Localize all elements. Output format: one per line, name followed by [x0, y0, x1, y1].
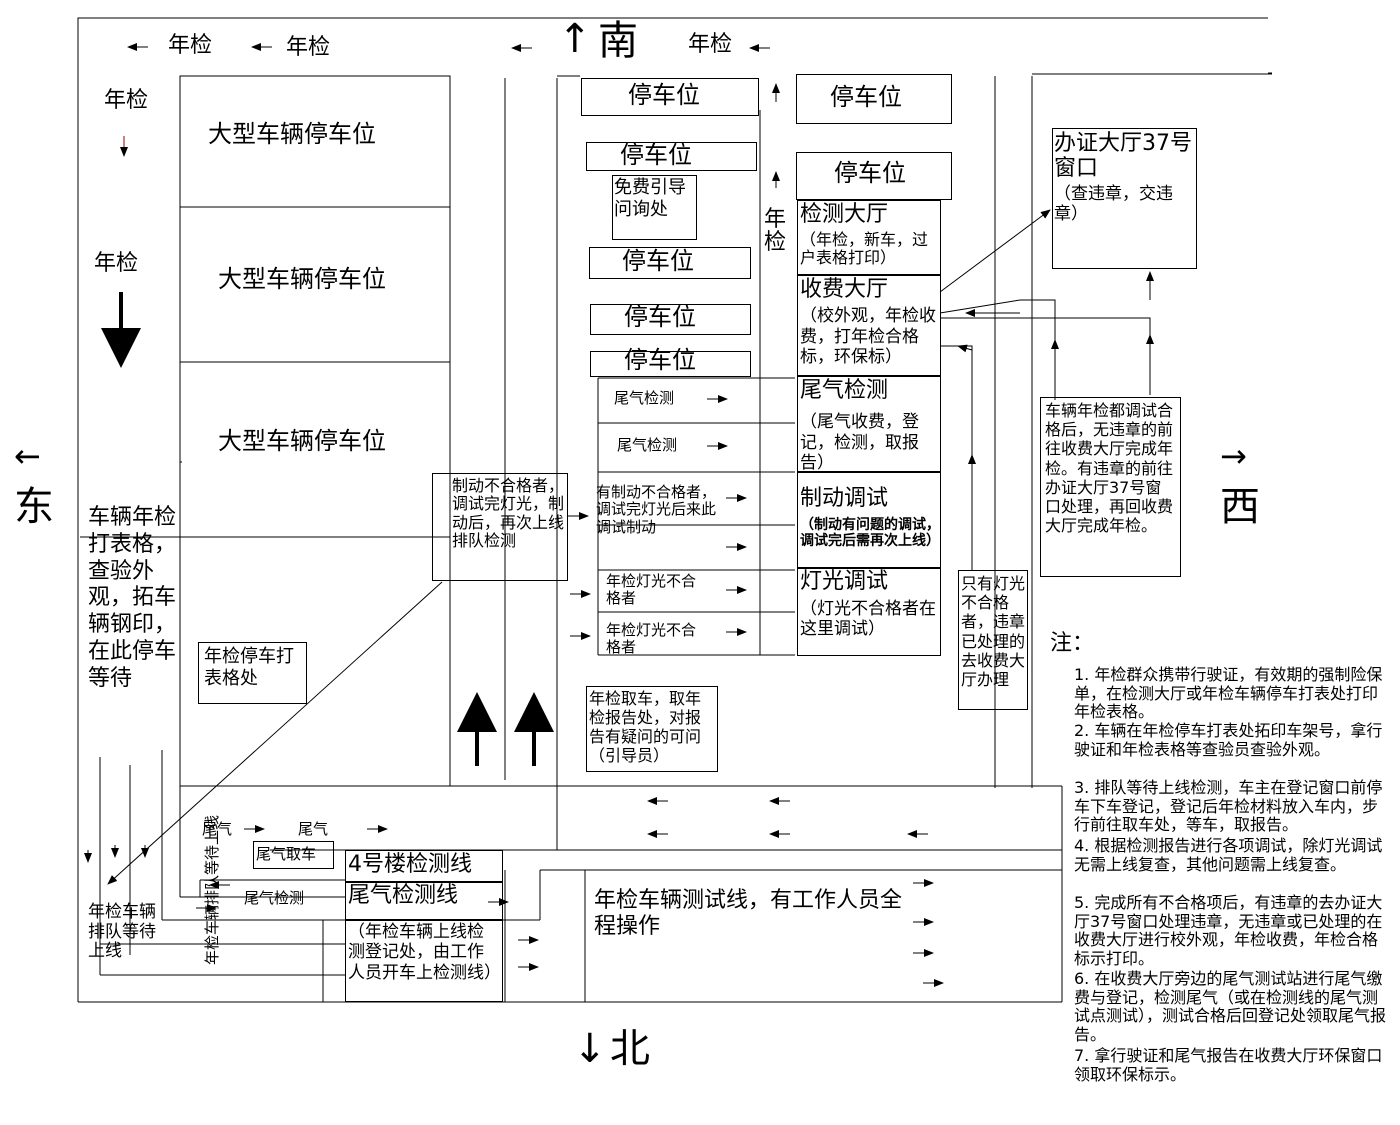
direction-arrow-down-north: ↓	[573, 1026, 607, 1072]
parking-label: 停车位	[622, 247, 694, 275]
parking-label: 停车位	[624, 303, 696, 331]
parking-spot-box	[590, 304, 751, 335]
direction-north: 北	[610, 1026, 650, 1072]
large-parking-2: 大型车辆停车位	[218, 265, 386, 293]
form-print-box	[198, 642, 307, 704]
light-adjust-box	[797, 568, 941, 656]
guide-desk-box	[612, 175, 697, 240]
note-item-4: 4. 根据检测报告进行各项调试，除灯光调试无需上线复查，其他问题需上线复查。	[1074, 836, 1383, 874]
window37-desc: （查违章，交违章）	[1054, 184, 1173, 225]
inspection-hall-desc: （年检，新车，过户表格打印）	[800, 230, 929, 268]
guide-desk-label: 免费引导问询处	[614, 177, 686, 220]
exhaust-line-label: 尾气检测线	[348, 883, 459, 908]
parking-spot-box	[586, 142, 757, 171]
building4-box	[345, 850, 503, 882]
fee-hall-title: 收费大厅	[800, 277, 889, 302]
note-item-2: 2. 车辆在年检停车打表处拓印车架号，拿行驶证和年检表格等查验员查验外观。	[1074, 721, 1383, 759]
flow-label-nianjian: 年检	[286, 35, 331, 60]
flow-label-nianjian-vertical: 年检	[764, 207, 787, 256]
note-item-6: 6. 在收费大厅旁边的尾气测试站进行尾气缴费与登记，检测尾气（或在检测线的尾气测…	[1074, 969, 1387, 1045]
form-print-label: 年检停车打表格处	[204, 646, 294, 689]
exhaust-flow-label: 尾气	[202, 820, 233, 838]
direction-arrow-left-east: ←	[14, 437, 41, 475]
exhaust-test-box	[797, 376, 941, 472]
exhaust-test-desc: （尾气收费，登记，检测，取报告）	[800, 412, 919, 474]
flow-label-nianjian: 年检	[688, 32, 733, 57]
inspection-hall-box	[797, 200, 941, 275]
window37-title: 办证大厅37号窗口	[1054, 131, 1192, 182]
exhaust-pickup-box	[253, 841, 334, 869]
light-fail-label: 年检灯光不合格者	[606, 572, 697, 608]
brake-fail-label: 制动不合格者，调试完灯光，制动后，再次上线排队检测	[452, 476, 565, 551]
direction-east: 东	[14, 484, 54, 530]
direction-west: 西	[1220, 484, 1260, 530]
parking-spot-box	[796, 152, 952, 200]
note-item-1: 1. 年检群众携带行驶证，有效期的强制险保单，在检测大厅或年检车辆停车打表处打印…	[1074, 665, 1383, 722]
west-info-box	[1040, 397, 1181, 577]
brake-adjust-desc: （制动有问题的调试，调试完后需再次上线）	[800, 517, 940, 550]
inspection-hall-title: 检测大厅	[800, 202, 889, 227]
exhaust-pickup-label: 尾气取车	[256, 845, 317, 863]
test-line-label: 年检车辆测试线，有工作人员全程操作	[594, 888, 903, 940]
note-item-7: 7. 拿行驶证和尾气报告在收费大厅环保窗口领取环保标示。	[1074, 1046, 1383, 1084]
parking-label: 停车位	[620, 141, 692, 169]
exhaust-lane-label: 尾气检测	[614, 389, 675, 407]
fee-hall-box	[797, 275, 941, 376]
east-area-label: 车辆年检打表格，查验外观，拓车辆钢印，在此停车等待	[88, 505, 177, 691]
exhaust-line-box	[345, 882, 503, 920]
flow-label-nianjian: 年检	[168, 33, 213, 58]
exhaust-lane-label: 尾气检测	[617, 436, 678, 454]
brake-adjust-title: 制动调试	[800, 486, 889, 511]
parking-spot-box	[589, 247, 751, 279]
notes-title: 注：	[1050, 631, 1095, 656]
exhaust-test-title: 尾气检测	[800, 378, 889, 403]
brake-fail-box	[432, 473, 568, 581]
flow-label-nianjian: 年检	[94, 251, 139, 276]
register-box	[345, 920, 503, 1002]
note-item-3: 3. 排队等待上线检测，车主在登记窗口前停车下车登记，登记后年检材料放入车内，步…	[1074, 778, 1383, 835]
flow-label-nianjian: 年检	[104, 88, 149, 113]
light-only-label: 只有灯光不合格者，违章已处理的去收费大厅办理	[961, 574, 1026, 689]
building4-label: 4号楼检测线	[348, 852, 472, 877]
direction-arrow-up-south: ↑	[558, 16, 592, 62]
window37-box	[1052, 128, 1197, 269]
parking-label: 停车位	[624, 346, 696, 374]
large-parking-1: 大型车辆停车位	[208, 120, 376, 148]
register-label: （年检车辆上线检测登记处，由工作人员开车上检测线）	[348, 922, 501, 983]
pickup-box	[586, 686, 718, 772]
parking-label: 停车位	[628, 81, 700, 109]
west-info-label: 车辆年检都调试合格后，无违章的前往收费大厅完成年检。有违章的前往办证大厅37号窗…	[1045, 401, 1174, 536]
brake-come-label: 有制动不合格者，调试完灯光后来此调试制动	[596, 483, 717, 536]
large-parking-3: 大型车辆停车位	[218, 427, 386, 455]
parking-spot-box	[581, 78, 759, 116]
light-adjust-desc: （灯光不合格者在这里调试）	[800, 599, 936, 640]
exhaust-flow-label: 尾气	[298, 820, 329, 838]
light-adjust-title: 灯光调试	[800, 569, 889, 594]
direction-south: 南	[598, 18, 638, 64]
fee-hall-desc: （校外观，年检收费，打年检合格标，环保标）	[800, 306, 936, 368]
queue-label: 年检车辆排队等待上线	[88, 902, 156, 962]
parking-spot-box	[796, 74, 952, 124]
brake-adjust-box	[797, 472, 941, 568]
queue-label-vertical: 年检车辆排队等待上线	[203, 814, 221, 965]
exhaust-test-lane-label: 尾气检测	[244, 889, 305, 907]
parking-label: 停车位	[830, 83, 902, 111]
light-only-box	[958, 570, 1028, 710]
note-item-5: 5. 完成所有不合格项后，有违章的去办证大厅37号窗口处理违章，无违章或已处理的…	[1074, 893, 1383, 969]
parking-label: 停车位	[834, 159, 906, 187]
direction-arrow-right-west: →	[1220, 437, 1247, 475]
light-fail-label: 年检灯光不合格者	[606, 621, 697, 657]
parking-spot-box	[590, 351, 751, 377]
pickup-label: 年检取车，取年检报告处，对报告有疑问的可问（引导员）	[589, 689, 702, 765]
